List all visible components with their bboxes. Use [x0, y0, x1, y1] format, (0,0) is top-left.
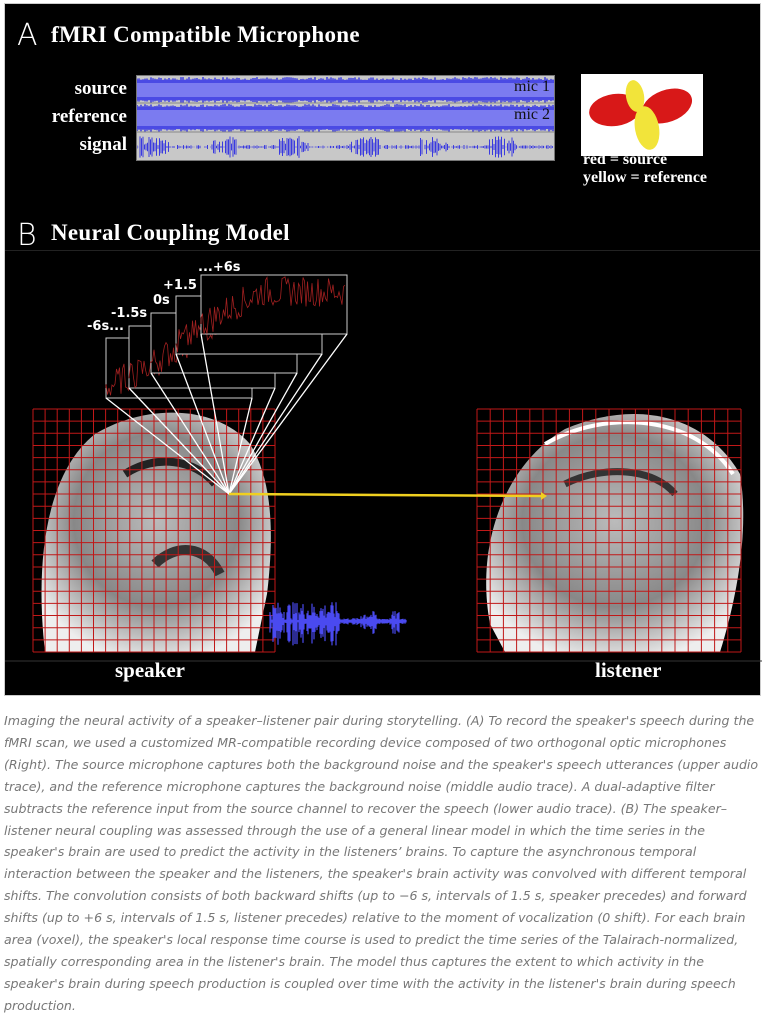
projection-line	[105, 397, 230, 495]
coupling-model-illustration	[5, 274, 762, 662]
projection-line	[128, 387, 230, 495]
row-label-source: source	[74, 78, 127, 99]
coupling-arrowhead-icon	[541, 492, 547, 500]
panel-b-title: Neural Coupling Model	[51, 220, 290, 245]
time-shift-box	[200, 274, 348, 495]
microphone-polar-pattern	[581, 74, 703, 156]
projection-line	[200, 333, 230, 495]
projection-line	[228, 397, 253, 495]
figure: A fMRI Compatible Microphone source refe…	[4, 3, 762, 696]
mic-2-label: mic 2	[514, 106, 550, 123]
signal-trace	[136, 136, 553, 158]
listener-voxel-grid	[476, 408, 742, 653]
projection-line	[228, 387, 276, 495]
mic-1-label: mic 1	[514, 78, 550, 95]
listener-label: listener	[595, 658, 662, 682]
projection-line	[228, 372, 298, 495]
panel-b-letter: B	[17, 218, 37, 253]
shift-label: -6s...	[87, 319, 124, 334]
listener-brain-scan	[486, 414, 744, 652]
shift-label: 0s	[153, 293, 170, 308]
speech-trace	[269, 602, 407, 646]
row-label-signal: signal	[79, 134, 127, 155]
row-label-reference: reference	[51, 106, 127, 127]
legend-reference: yellow = reference	[583, 169, 708, 186]
projection-line	[228, 353, 323, 495]
projection-line	[175, 353, 230, 495]
reference-trace	[136, 104, 554, 132]
source-trace	[136, 77, 554, 103]
polar-lobes-icon	[589, 80, 693, 150]
trace-band	[137, 107, 554, 129]
figure-caption: Imaging the neural activity of a speaker…	[4, 713, 759, 1013]
audio-waveforms	[136, 77, 554, 158]
shift-label: +1.5	[163, 278, 197, 293]
projection-line	[150, 372, 230, 495]
speaker-label: speaker	[115, 658, 185, 682]
legend-source: red = source	[583, 151, 668, 168]
shift-label: -1.5s	[111, 306, 148, 321]
panel-a-letter: A	[17, 18, 38, 53]
projection-line	[228, 333, 348, 495]
time-course-trace	[200, 276, 346, 335]
speaker-brain-scan	[41, 412, 271, 652]
speaker-voxel-grid	[32, 408, 276, 653]
coupling-arrow	[228, 492, 542, 498]
panel-a-title: fMRI Compatible Microphone	[51, 22, 360, 47]
trace-band	[137, 80, 554, 100]
audio-traces: mic 1 mic 2	[136, 75, 555, 161]
speech-waveform	[269, 602, 407, 646]
shift-label: ...+6s	[198, 260, 241, 275]
